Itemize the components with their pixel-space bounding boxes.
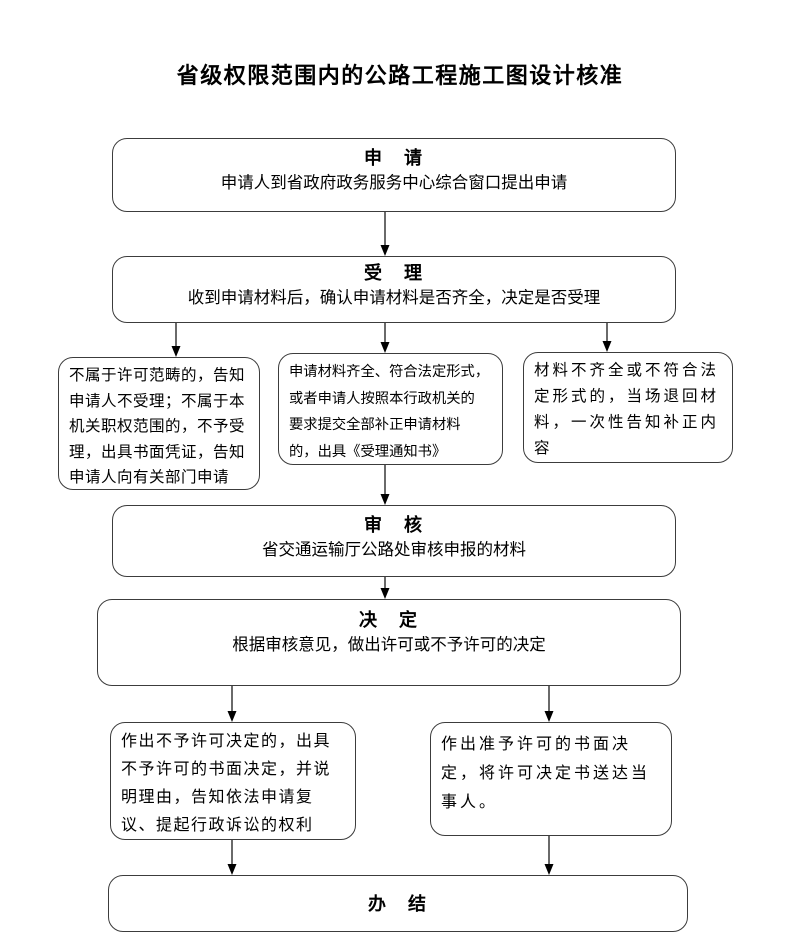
node-accept: 受 理 收到申请材料后，确认申请材料是否齐全，决定是否受理 (112, 256, 676, 323)
reject-branch-body: 不属于许可范畴的，告知 申请人不受理；不属于本 机关职权范围的，不予受 理，出具… (69, 367, 246, 486)
arrow-notice-to-review (380, 465, 390, 505)
apply-body: 申请人到省政府政务服务中心综合窗口提出申请 (220, 173, 568, 192)
apply-header: 申 请 (364, 148, 424, 168)
deny-branch-body: 作出不予许可决定的，出具 不予许可的书面决定，并说 明理由，告知依法申请复 议、… (121, 733, 332, 834)
arrow-apply-to-accept (380, 212, 390, 256)
node-apply: 申 请 申请人到省政府政务服务中心综合窗口提出申请 (112, 138, 676, 212)
node-decide: 决 定 根据审核意见，做出许可或不予许可的决定 (97, 599, 681, 686)
node-return-branch: 材料不齐全或不符合法 定形式的，当场退回材 料，一次性告知补正内 容 (523, 352, 733, 463)
finish-header: 办 结 (368, 893, 428, 914)
decide-body: 根据审核意见，做出许可或不予许可的决定 (232, 635, 546, 654)
arrow-accept-to-return (602, 323, 612, 352)
arrow-accept-to-reject (171, 323, 181, 357)
arrow-grant-to-finish (544, 836, 554, 875)
return-branch-body: 材料不齐全或不符合法 定形式的，当场退回材 料，一次性告知补正内 容 (534, 362, 720, 457)
accept-header: 受 理 (364, 263, 424, 283)
node-deny-branch: 作出不予许可决定的，出具 不予许可的书面决定，并说 明理由，告知依法申请复 议、… (110, 722, 356, 840)
grant-branch-body: 作出准予许可的书面决 定，将许可决定书送达当 事人。 (441, 736, 651, 811)
page-title: 省级权限范围内的公路工程施工图设计核准 (176, 63, 624, 88)
arrow-decide-to-deny (227, 686, 237, 722)
decide-header: 决 定 (359, 610, 419, 630)
arrow-decide-to-grant (544, 686, 554, 722)
arrow-review-to-decide (380, 577, 390, 599)
node-reject-branch: 不属于许可范畴的，告知 申请人不受理；不属于本 机关职权范围的，不予受 理，出具… (58, 357, 260, 490)
node-review: 审 核 省交通运输厅公路处审核申报的材料 (112, 505, 676, 577)
arrow-accept-to-notice (380, 323, 390, 353)
arrow-deny-to-finish (227, 840, 237, 875)
review-header: 审 核 (364, 515, 424, 535)
review-body: 省交通运输厅公路处审核申报的材料 (262, 540, 526, 559)
accept-body: 收到申请材料后，确认申请材料是否齐全，决定是否受理 (187, 288, 601, 307)
node-notice-branch: 申请材料齐全、符合法定形式， 或者申请人按照本行政机关的 要求提交全部补正申请材… (278, 353, 503, 465)
node-grant-branch: 作出准予许可的书面决 定，将许可决定书送达当 事人。 (430, 722, 672, 836)
notice-branch-body: 申请材料齐全、符合法定形式， 或者申请人按照本行政机关的 要求提交全部补正申请材… (289, 364, 490, 460)
node-finish: 办 结 (108, 875, 688, 932)
